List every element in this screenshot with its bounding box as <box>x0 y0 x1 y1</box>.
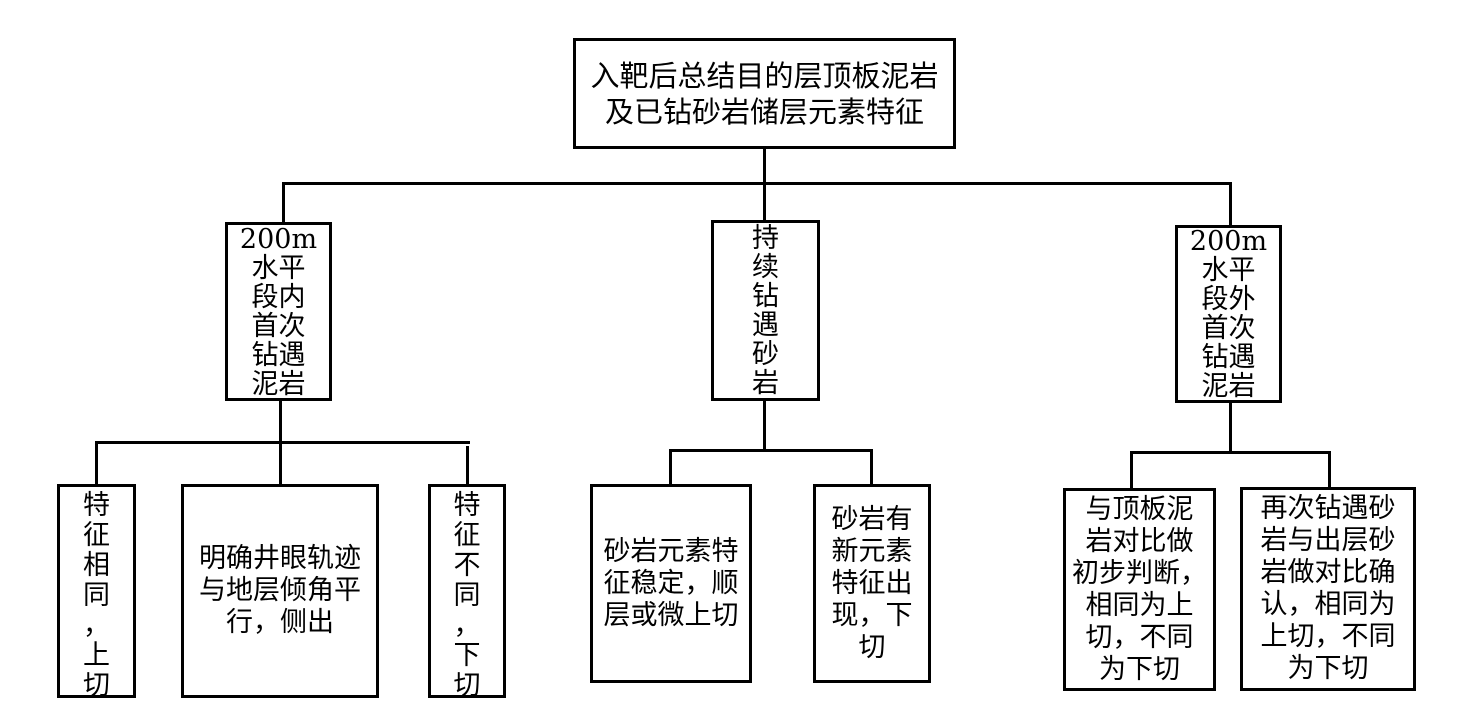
branch-node-continuous-sandstone: 持 续 钻 遇 砂 岩 <box>711 220 820 401</box>
connector <box>1229 400 1232 453</box>
connector <box>282 182 1232 185</box>
leaf-parallel-exit: 明确井眼轨迹 与地层倾角平 行，侧出 <box>181 484 379 698</box>
leaf-new-elements-down: 砂岩有 新元素 特征出 现，下 切 <box>813 484 931 683</box>
connector <box>466 446 469 486</box>
branch-node-inside-200m: 200m 水平 段内 首次 钻遇 泥岩 <box>225 222 332 401</box>
connector <box>1229 182 1232 227</box>
connector <box>870 449 873 486</box>
leaf-compare-exit-sandstone: 再次钻遇砂 岩与出层砂 岩做对比确 认，相同为 上切，不同 为下切 <box>1240 487 1416 691</box>
connector <box>282 182 285 224</box>
connector <box>1130 451 1331 454</box>
connector <box>669 449 672 486</box>
root-node: 入靶后总结目的层顶板泥岩 及已钻砂岩储层元素特征 <box>573 38 956 149</box>
connector <box>95 441 98 486</box>
leaf-compare-roof-mudstone: 与顶板泥 岩对比做 初步判断， 相同为上 切，不同 为下切 <box>1063 488 1216 691</box>
connector <box>763 147 766 184</box>
connector <box>763 398 766 451</box>
connector <box>763 182 766 222</box>
connector <box>1328 451 1331 489</box>
connector <box>95 441 470 444</box>
leaf-different-features-down: 特 征 不 同 ， 下 切 <box>428 484 506 701</box>
leaf-stable-sandstone: 砂岩元素特 征稳定，顺 层或微上切 <box>590 484 752 683</box>
connector <box>1130 451 1133 489</box>
leaf-same-features-up: 特 征 相 同 ， 上 切 <box>57 484 136 701</box>
branch-node-outside-200m: 200m 水平 段外 首次 钻遇 泥岩 <box>1175 225 1282 403</box>
connector <box>669 449 873 452</box>
